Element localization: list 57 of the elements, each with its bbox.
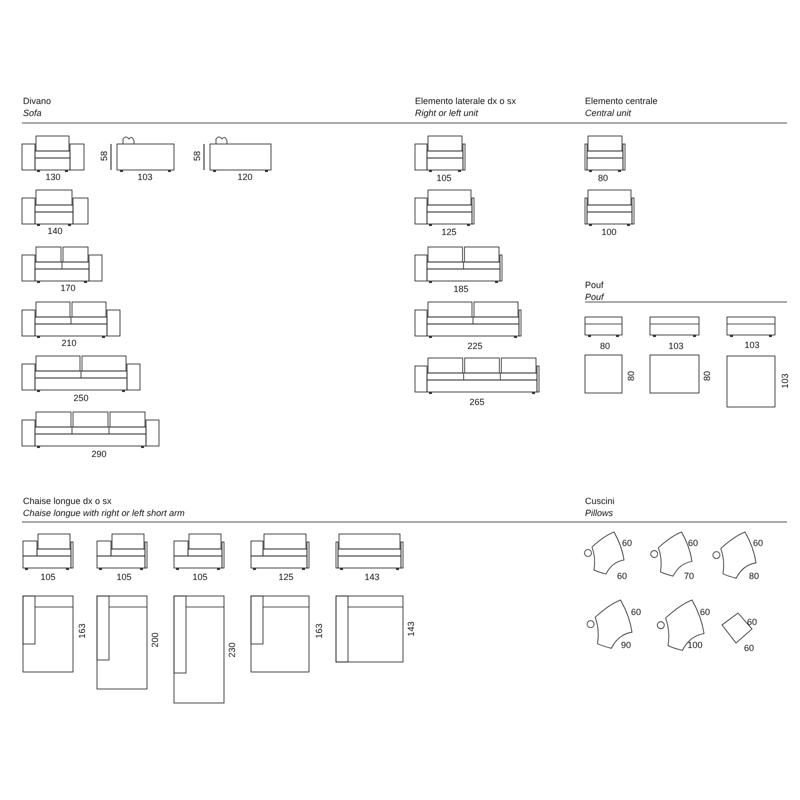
dimension-label: 290 — [91, 449, 107, 459]
dimension-label: 80 — [749, 571, 759, 581]
dimension-label: 230 — [227, 642, 237, 658]
dimension-label: 105 — [436, 173, 452, 183]
dimension-label: 125 — [278, 572, 294, 582]
dimension-label: 163 — [77, 623, 87, 639]
dimension-label: 58 — [99, 151, 109, 161]
section-subheading: Pillows — [585, 509, 614, 519]
dimension-label: 60 — [617, 571, 627, 581]
section-subheading: Pouf — [585, 293, 604, 303]
dimension-label: 105 — [40, 572, 56, 582]
dimension-label: 140 — [47, 226, 63, 236]
dimension-label: 250 — [73, 393, 89, 403]
dimension-label: 60 — [747, 617, 757, 627]
dimension-label: 200 — [150, 632, 160, 648]
dimension-label: 130 — [45, 172, 61, 182]
dimension-label: 103 — [744, 340, 760, 350]
section-heading: Cuscini — [585, 497, 615, 507]
dimension-label: 105 — [192, 572, 208, 582]
dimension-label: 80 — [626, 371, 636, 381]
dimension-label: 105 — [116, 572, 132, 582]
dimension-label: 125 — [441, 227, 457, 237]
section-heading: Chaise longue dx o sx — [23, 497, 112, 507]
dimension-label: 60 — [688, 538, 698, 548]
dimension-label: 225 — [467, 341, 483, 351]
dimension-label: 70 — [684, 571, 694, 581]
section-subheading: Right or left unit — [415, 109, 478, 119]
dimension-label: 100 — [601, 227, 617, 237]
dimension-label: 60 — [744, 643, 754, 653]
dimension-label: 120 — [237, 172, 253, 182]
dimension-label: 60 — [753, 538, 763, 548]
section-heading: Pouf — [585, 281, 604, 291]
dimension-label: 80 — [598, 173, 608, 183]
dimension-label: 60 — [622, 538, 632, 548]
section-heading: Elemento centrale — [585, 97, 658, 107]
dimension-label: 170 — [60, 283, 76, 293]
section-subheading: Central unit — [585, 109, 632, 119]
dimension-label: 210 — [61, 338, 77, 348]
dimension-label: 103 — [668, 341, 684, 351]
dimension-label: 143 — [364, 572, 380, 582]
dimension-label: 58 — [192, 151, 202, 161]
section-subheading: Sofa — [23, 109, 42, 119]
dimension-label: 60 — [631, 607, 641, 617]
dimension-label: 90 — [621, 640, 631, 650]
section-heading: Elemento laterale dx o sx — [415, 97, 516, 107]
section-subheading: Chaise longue with right or left short arm — [23, 509, 185, 519]
dimension-label: 265 — [469, 397, 485, 407]
section-heading: Divano — [23, 97, 52, 107]
dimension-label: 80 — [702, 371, 712, 381]
dimension-label: 103 — [780, 373, 790, 389]
dimension-label: 100 — [687, 640, 703, 650]
dimension-label: 80 — [600, 341, 610, 351]
dimension-label: 143 — [406, 621, 416, 637]
dimension-label: 163 — [314, 623, 324, 639]
dimension-label: 185 — [453, 284, 469, 294]
dimension-label: 103 — [137, 172, 153, 182]
dimension-label: 60 — [700, 607, 710, 617]
